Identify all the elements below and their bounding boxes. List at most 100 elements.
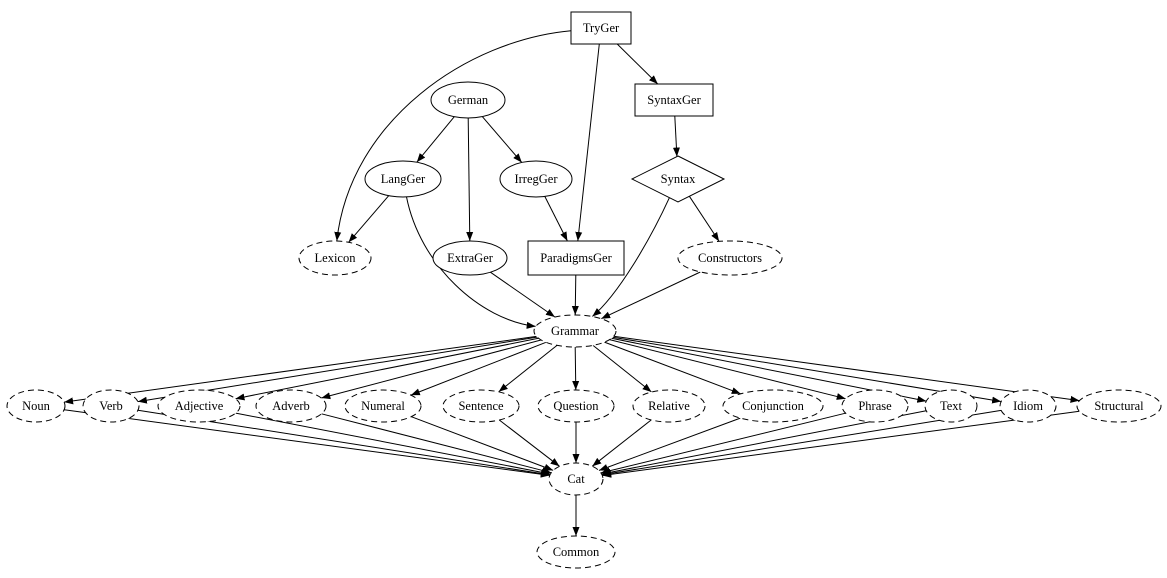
node-LangGer: LangGer bbox=[364, 160, 442, 198]
ellipse-shape bbox=[157, 389, 241, 423]
edge-Phrase-Cat bbox=[600, 412, 846, 475]
node-label-Sentence: Sentence bbox=[458, 399, 504, 413]
node-Grammar: Grammar bbox=[533, 314, 617, 348]
node-label-Numeral: Numeral bbox=[361, 399, 405, 413]
node-label-Constructors: Constructors bbox=[698, 251, 762, 265]
node-Question: Question bbox=[537, 389, 615, 423]
node-Sentence: Sentence bbox=[442, 389, 520, 423]
edge-Grammar-Noun bbox=[64, 335, 537, 405]
edge-German-ExtraGer bbox=[466, 117, 474, 242]
ellipse-shape bbox=[499, 160, 573, 198]
node-Relative: Relative bbox=[632, 389, 706, 423]
node-label-Syntax: Syntax bbox=[661, 172, 696, 186]
edge-Grammar-Adjective bbox=[235, 337, 539, 401]
edge-German-LangGer bbox=[416, 116, 455, 163]
node-ExtraGer: ExtraGer bbox=[432, 240, 508, 276]
ellipse-shape bbox=[536, 535, 616, 569]
node-label-TryGer: TryGer bbox=[583, 21, 620, 35]
node-label-Adjective: Adjective bbox=[175, 399, 224, 413]
edge-Relative-Cat bbox=[591, 419, 652, 467]
node-label-Verb: Verb bbox=[99, 399, 123, 413]
node-label-Idiom: Idiom bbox=[1013, 399, 1043, 413]
edge-LangGer-Grammar bbox=[406, 196, 536, 329]
node-label-SyntaxGer: SyntaxGer bbox=[647, 93, 701, 107]
edge-Grammar-Conjunction bbox=[604, 341, 741, 395]
edge-Adjective-Cat bbox=[235, 412, 551, 476]
node-label-IrregGer: IrregGer bbox=[514, 172, 558, 186]
edge-Sentence-Cat bbox=[498, 419, 560, 467]
node-Text: Text bbox=[924, 389, 978, 423]
ellipse-shape bbox=[677, 240, 783, 276]
ellipse-shape bbox=[344, 389, 422, 423]
edge-ExtraGer-Grammar bbox=[490, 271, 556, 318]
node-Phrase: Phrase bbox=[841, 389, 909, 423]
box-shape bbox=[527, 240, 625, 276]
edge-Grammar-Idiom bbox=[612, 336, 1002, 404]
node-label-Structural: Structural bbox=[1094, 399, 1144, 413]
node-Numeral: Numeral bbox=[344, 389, 422, 423]
edge-Idiom-Cat bbox=[601, 409, 1002, 477]
node-label-ExtraGer: ExtraGer bbox=[447, 251, 494, 265]
ellipse-shape bbox=[1076, 389, 1162, 423]
edge-Grammar-Relative bbox=[592, 345, 652, 393]
node-label-Relative: Relative bbox=[648, 399, 690, 413]
node-Adverb: Adverb bbox=[255, 389, 327, 423]
ellipse-shape bbox=[442, 389, 520, 423]
node-German: German bbox=[430, 81, 506, 119]
node-label-Question: Question bbox=[553, 399, 599, 413]
box-shape bbox=[634, 83, 714, 117]
edge-TryGer-SyntaxGer bbox=[616, 43, 659, 85]
node-Noun: Noun bbox=[6, 389, 66, 423]
node-label-Conjunction: Conjunction bbox=[742, 399, 805, 413]
node-label-LangGer: LangGer bbox=[381, 172, 426, 186]
node-label-Lexicon: Lexicon bbox=[315, 251, 357, 265]
edge-Syntax-Grammar bbox=[591, 197, 670, 317]
edge-IrregGer-ParadigmsGer bbox=[544, 196, 568, 242]
ellipse-shape bbox=[632, 389, 706, 423]
node-label-Grammar: Grammar bbox=[551, 324, 600, 338]
node-SyntaxGer: SyntaxGer bbox=[634, 83, 714, 117]
ellipse-shape bbox=[298, 240, 372, 276]
ellipse-shape bbox=[364, 160, 442, 198]
ellipse-shape bbox=[533, 314, 617, 348]
node-Lexicon: Lexicon bbox=[298, 240, 372, 276]
node-label-Text: Text bbox=[940, 399, 963, 413]
edge-Grammar-Numeral bbox=[410, 341, 547, 396]
ellipse-shape bbox=[432, 240, 508, 276]
node-label-German: German bbox=[448, 93, 489, 107]
node-label-Cat: Cat bbox=[567, 472, 585, 486]
node-Common: Common bbox=[536, 535, 616, 569]
node-Adjective: Adjective bbox=[157, 389, 241, 423]
node-Idiom: Idiom bbox=[999, 389, 1057, 423]
node-Structural: Structural bbox=[1076, 389, 1162, 423]
edge-Grammar-Question bbox=[572, 346, 580, 391]
edge-Structural-Cat bbox=[602, 410, 1080, 478]
ellipse-shape bbox=[255, 389, 327, 423]
node-IrregGer: IrregGer bbox=[499, 160, 573, 198]
edge-Grammar-Phrase bbox=[609, 339, 846, 400]
ellipse-shape bbox=[841, 389, 909, 423]
node-label-Noun: Noun bbox=[22, 399, 51, 413]
edge-LangGer-Lexicon bbox=[348, 195, 390, 243]
ellipse-shape bbox=[6, 389, 66, 423]
edge-Syntax-Constructors bbox=[688, 196, 720, 242]
edge-ParadigmsGer-Grammar bbox=[571, 274, 579, 316]
edge-Conjunction-Cat bbox=[598, 417, 741, 471]
edge-Grammar-Structural bbox=[613, 335, 1080, 403]
ellipse-shape bbox=[722, 389, 824, 423]
node-label-Adverb: Adverb bbox=[272, 399, 310, 413]
node-label-ParadigmsGer: ParadigmsGer bbox=[540, 251, 612, 265]
ellipse-shape bbox=[548, 462, 604, 496]
edge-Grammar-Sentence bbox=[498, 345, 558, 393]
edge-Noun-Cat bbox=[64, 409, 550, 478]
node-label-Phrase: Phrase bbox=[858, 399, 892, 413]
edge-SyntaxGer-Syntax bbox=[672, 115, 680, 157]
edge-TryGer-ParadigmsGer bbox=[575, 43, 600, 242]
ellipse-shape bbox=[999, 389, 1057, 423]
node-ParadigmsGer: ParadigmsGer bbox=[527, 240, 625, 276]
edge-Constructors-Grammar bbox=[600, 271, 701, 320]
ellipse-shape bbox=[82, 389, 140, 423]
node-Constructors: Constructors bbox=[677, 240, 783, 276]
